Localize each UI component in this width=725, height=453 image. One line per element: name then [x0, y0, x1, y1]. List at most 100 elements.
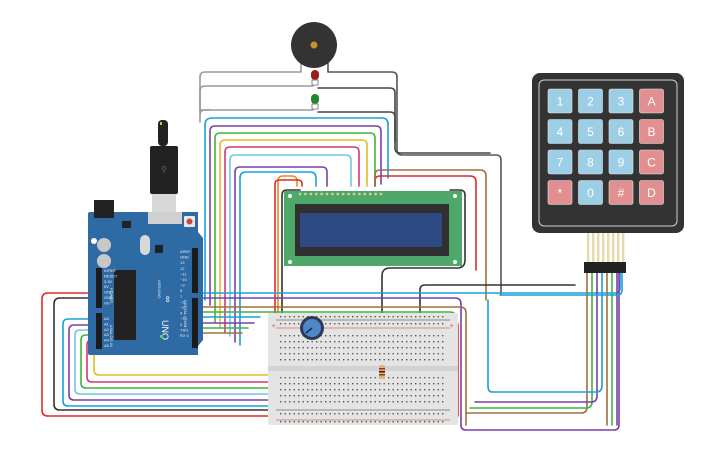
resistor[interactable] — [379, 365, 385, 379]
bb-hole[interactable] — [406, 395, 408, 397]
keypad-key[interactable]: 5 — [578, 119, 603, 144]
bb-hole[interactable] — [442, 341, 444, 343]
bb-hole[interactable] — [397, 323, 399, 325]
lcd-pin[interactable] — [331, 192, 334, 196]
bb-hole[interactable] — [419, 347, 421, 349]
bb-hole[interactable] — [347, 316, 349, 318]
bb-hole[interactable] — [442, 395, 444, 397]
bb-hole[interactable] — [419, 353, 421, 355]
bb-hole[interactable] — [284, 395, 286, 397]
bb-hole[interactable] — [415, 377, 417, 379]
bb-hole[interactable] — [428, 347, 430, 349]
bb-hole[interactable] — [361, 413, 363, 415]
bb-hole[interactable] — [343, 389, 345, 391]
bb-hole[interactable] — [352, 323, 354, 325]
bb-hole[interactable] — [433, 323, 435, 325]
bb-hole[interactable] — [280, 377, 282, 379]
bb-hole[interactable] — [293, 347, 295, 349]
bb-hole[interactable] — [419, 413, 421, 415]
wire-a3-green[interactable] — [80, 334, 273, 389]
bb-hole[interactable] — [325, 335, 327, 337]
bb-hole[interactable] — [419, 377, 421, 379]
bb-hole[interactable] — [311, 421, 313, 423]
bb-hole[interactable] — [356, 421, 358, 423]
bb-hole[interactable] — [298, 353, 300, 355]
bb-hole[interactable] — [307, 316, 309, 318]
bb-hole[interactable] — [406, 316, 408, 318]
bb-hole[interactable] — [397, 413, 399, 415]
bb-hole[interactable] — [361, 389, 363, 391]
bb-hole[interactable] — [338, 347, 340, 349]
bb-hole[interactable] — [419, 323, 421, 325]
bb-hole[interactable] — [392, 347, 394, 349]
bb-hole[interactable] — [392, 316, 394, 318]
bb-hole[interactable] — [401, 359, 403, 361]
bb-hole[interactable] — [289, 377, 291, 379]
bb-hole[interactable] — [401, 323, 403, 325]
bb-hole[interactable] — [397, 395, 399, 397]
bb-hole[interactable] — [311, 347, 313, 349]
bb-hole[interactable] — [374, 347, 376, 349]
bb-hole[interactable] — [280, 383, 282, 385]
bb-hole[interactable] — [280, 347, 282, 349]
bb-hole[interactable] — [289, 413, 291, 415]
bb-hole[interactable] — [361, 383, 363, 385]
bb-hole[interactable] — [320, 359, 322, 361]
lcd-pin[interactable] — [352, 192, 356, 196]
bb-hole[interactable] — [343, 413, 345, 415]
bb-hole[interactable] — [388, 359, 390, 361]
bb-hole[interactable] — [352, 377, 354, 379]
bb-hole[interactable] — [325, 421, 327, 423]
bb-hole[interactable] — [397, 359, 399, 361]
bb-hole[interactable] — [302, 316, 304, 318]
bb-hole[interactable] — [338, 341, 340, 343]
bb-hole[interactable] — [289, 316, 291, 318]
bb-hole[interactable] — [392, 359, 394, 361]
bb-hole[interactable] — [320, 316, 322, 318]
bb-hole[interactable] — [433, 377, 435, 379]
bb-hole[interactable] — [320, 377, 322, 379]
wire-led-green-1[interactable] — [199, 109, 314, 123]
bb-hole[interactable] — [383, 395, 385, 397]
bb-hole[interactable] — [406, 389, 408, 391]
bb-hole[interactable] — [347, 353, 349, 355]
bb-hole[interactable] — [284, 341, 286, 343]
bb-hole[interactable] — [401, 341, 403, 343]
bb-hole[interactable] — [356, 341, 358, 343]
bb-hole[interactable] — [343, 341, 345, 343]
bb-hole[interactable] — [406, 401, 408, 403]
bb-hole[interactable] — [397, 383, 399, 385]
bb-hole[interactable] — [338, 323, 340, 325]
bb-hole[interactable] — [356, 335, 358, 337]
bb-hole[interactable] — [329, 316, 331, 318]
bb-hole[interactable] — [361, 421, 363, 423]
wire-lcd-red-left[interactable] — [274, 179, 303, 319]
bb-hole[interactable] — [320, 421, 322, 423]
keypad-key[interactable]: 0 — [578, 180, 603, 205]
bb-hole[interactable] — [424, 389, 426, 391]
bb-hole[interactable] — [280, 395, 282, 397]
bb-hole[interactable] — [289, 323, 291, 325]
bb-hole[interactable] — [302, 383, 304, 385]
bb-hole[interactable] — [320, 395, 322, 397]
bb-hole[interactable] — [356, 383, 358, 385]
bb-hole[interactable] — [437, 335, 439, 337]
bb-hole[interactable] — [302, 421, 304, 423]
bb-hole[interactable] — [311, 353, 313, 355]
lcd-16x2[interactable] — [284, 191, 462, 266]
bb-hole[interactable] — [325, 316, 327, 318]
bb-hole[interactable] — [379, 401, 381, 403]
bb-hole[interactable] — [374, 401, 376, 403]
bb-hole[interactable] — [329, 395, 331, 397]
bb-hole[interactable] — [365, 347, 367, 349]
bb-hole[interactable] — [419, 395, 421, 397]
bb-hole[interactable] — [334, 347, 336, 349]
bb-hole[interactable] — [419, 335, 421, 337]
bb-hole[interactable] — [374, 359, 376, 361]
bb-hole[interactable] — [289, 341, 291, 343]
bb-hole[interactable] — [374, 341, 376, 343]
bb-hole[interactable] — [280, 421, 282, 423]
bb-hole[interactable] — [410, 395, 412, 397]
bb-hole[interactable] — [392, 395, 394, 397]
bb-hole[interactable] — [388, 316, 390, 318]
